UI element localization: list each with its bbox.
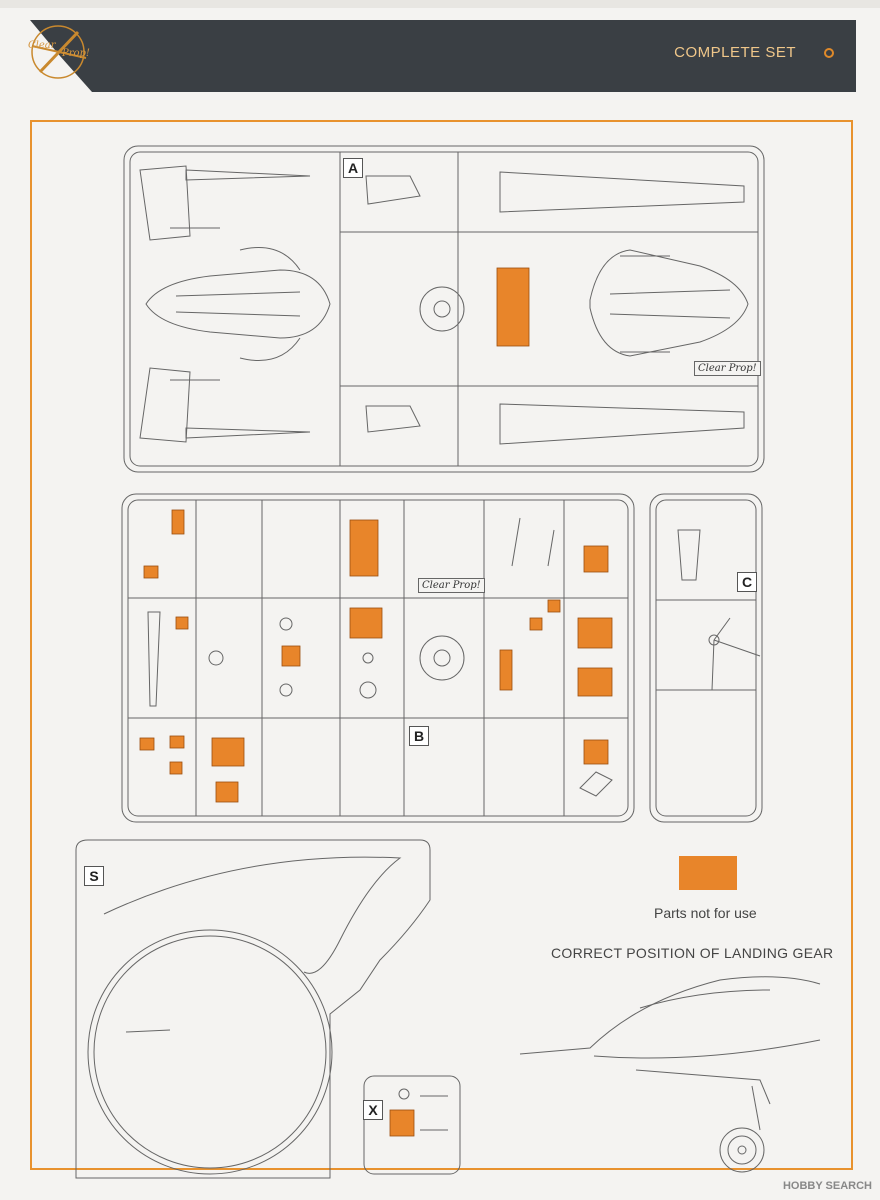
sprue-s xyxy=(75,839,431,1179)
title-bullet-icon xyxy=(824,48,834,58)
brand-mark-b: Clear Prop! xyxy=(418,578,485,593)
svg-text:Clear: Clear xyxy=(28,40,57,51)
sprue-a xyxy=(123,145,765,473)
header-bar xyxy=(30,20,856,92)
brand-mark-a: Clear Prop! xyxy=(694,361,761,376)
landing-gear-title: CORRECT POSITION OF LANDING GEAR xyxy=(551,945,834,961)
unused-parts xyxy=(139,267,613,1137)
sprue-b xyxy=(121,493,635,823)
sprue-c xyxy=(649,493,763,823)
content-frame xyxy=(30,120,853,1170)
legend-swatch xyxy=(679,856,737,890)
svg-text:Prop!: Prop! xyxy=(61,48,90,59)
landing-gear-drawing xyxy=(519,976,821,1173)
sprue-label-c: C xyxy=(737,572,757,592)
sprue-label-x: X xyxy=(363,1100,383,1120)
sprue-label-s: S xyxy=(84,866,104,886)
top-strip xyxy=(0,0,880,8)
brand-logo: Clear Prop! xyxy=(28,25,90,79)
sprue-label-a: A xyxy=(343,158,363,178)
sprue-x xyxy=(363,1075,461,1175)
page-title: COMPLETE SET xyxy=(674,44,796,61)
watermark: HOBBY SEARCH xyxy=(782,1180,872,1192)
legend-text: Parts not for use xyxy=(654,905,757,921)
sprue-label-b: B xyxy=(409,726,429,746)
